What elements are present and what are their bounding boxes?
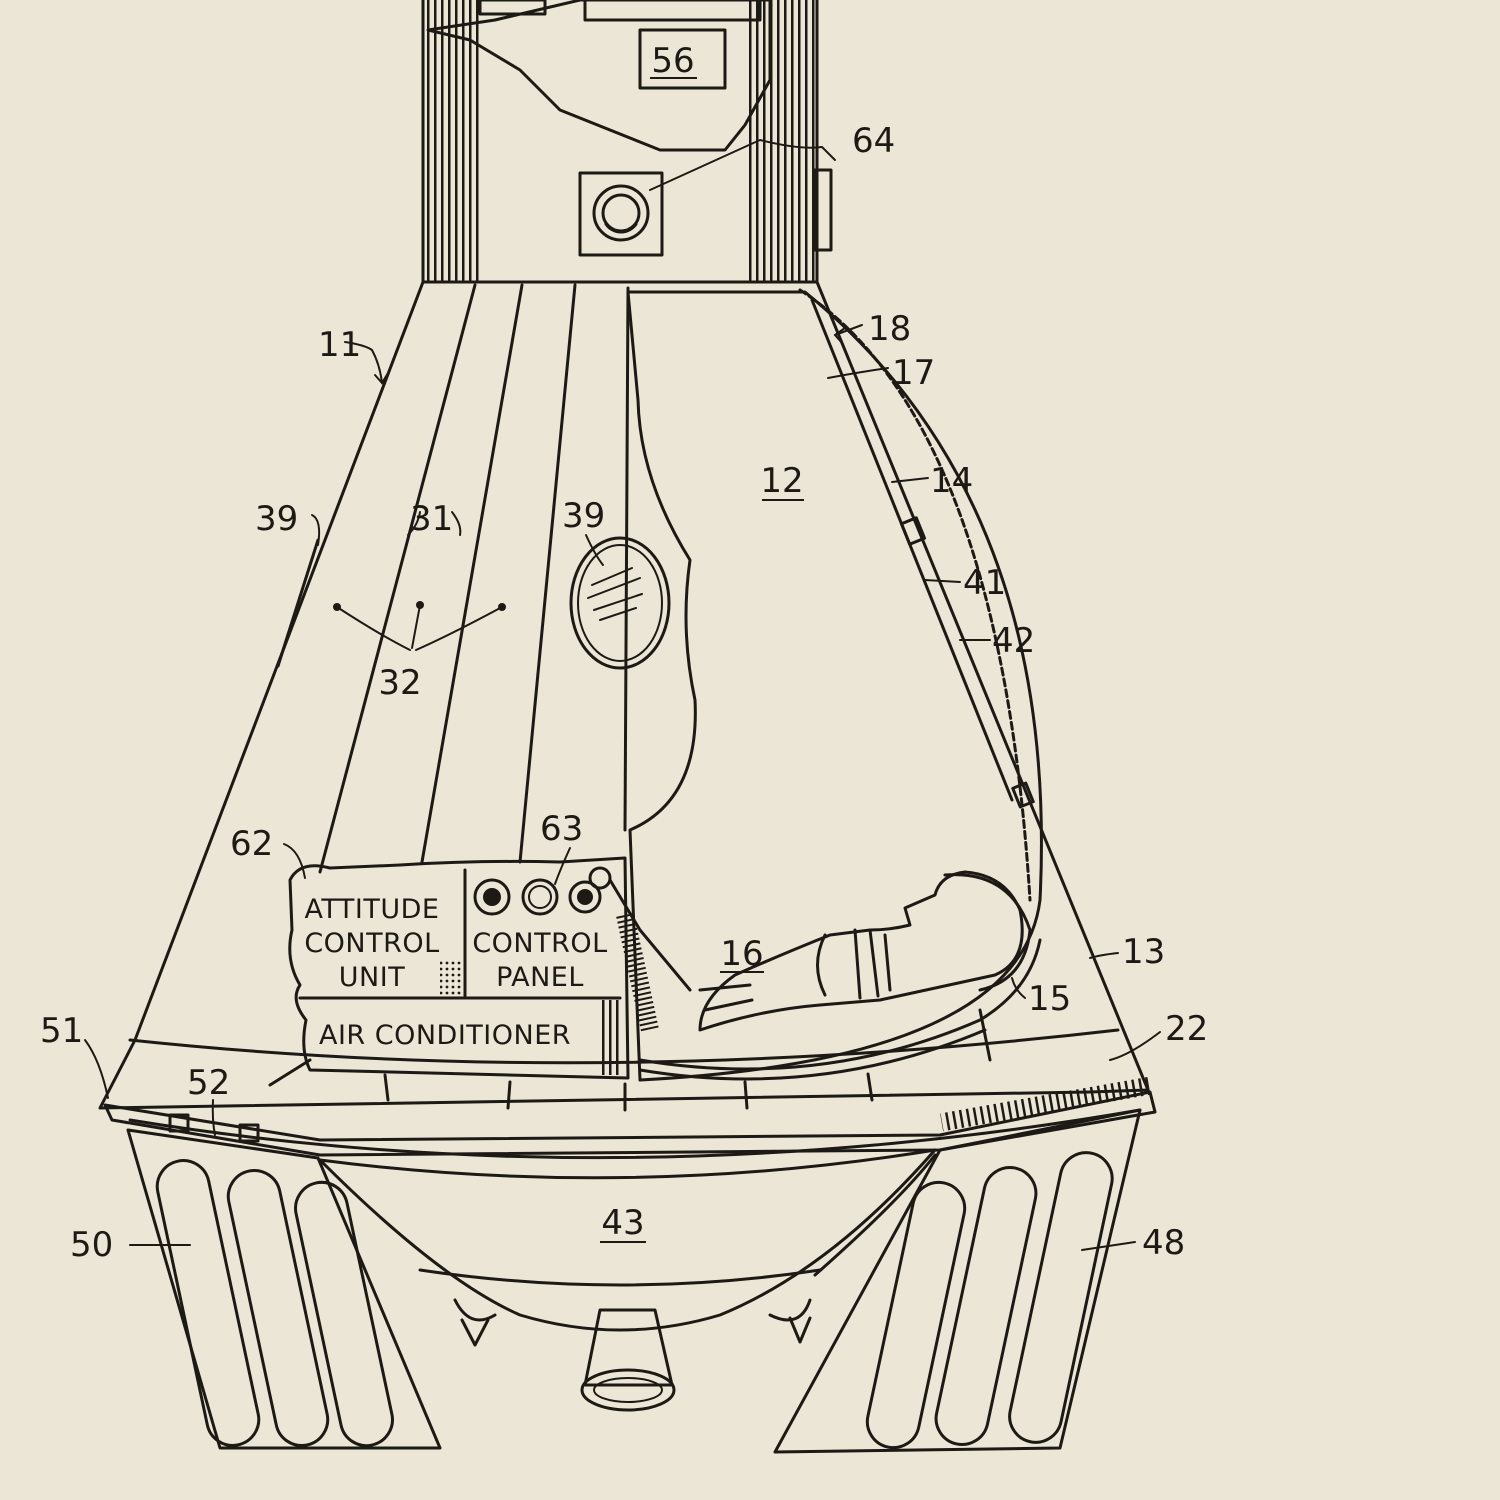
retro-tube <box>226 1168 330 1448</box>
clamp-52b <box>238 1123 260 1143</box>
ref-42: 42 <box>992 621 1035 661</box>
inner-shell-quilted <box>798 288 1032 902</box>
retro-tube <box>934 1166 1038 1446</box>
ref-48: 48 <box>1142 1223 1185 1263</box>
equipment-bay <box>288 856 630 1080</box>
ref-43: 43 <box>601 1203 644 1243</box>
ref-56: 56 <box>651 41 694 81</box>
heat-shield-section <box>103 1076 1157 1454</box>
leader-32 <box>336 604 503 651</box>
port-64-outer-ring <box>592 184 650 242</box>
ref-13: 13 <box>1122 932 1165 972</box>
ref-32: 32 <box>378 663 421 703</box>
window-39 <box>569 536 671 670</box>
ref-51: 51 <box>40 1011 83 1051</box>
side-fitting <box>813 168 833 252</box>
ref-12: 12 <box>760 461 803 501</box>
label-attitude: ATTITUDE <box>305 894 440 925</box>
ref-16: 16 <box>720 934 763 974</box>
window-glare-lines <box>587 567 643 621</box>
ref-18: 18 <box>868 309 911 349</box>
heat-shield-rim <box>103 1090 1157 1157</box>
component-56-box <box>638 28 727 90</box>
ref-50: 50 <box>70 1225 113 1265</box>
stringer-line <box>420 283 524 864</box>
ref-15: 15 <box>1028 979 1071 1019</box>
gauge-2 <box>521 878 559 916</box>
retro-tube <box>155 1159 261 1447</box>
stringer-line <box>518 283 577 864</box>
inner-liner <box>810 298 1014 802</box>
couch-padding <box>638 1028 987 1081</box>
ref-62: 62 <box>230 824 273 864</box>
retro-pack-right <box>773 1108 1142 1454</box>
ref-64: 64 <box>852 121 895 161</box>
retro-tube <box>1008 1151 1114 1444</box>
ref-17: 17 <box>892 353 935 393</box>
port-64-housing <box>578 171 664 257</box>
retro-pack-left <box>126 1128 442 1450</box>
ref-39-left: 39 <box>255 499 298 539</box>
stringer-line <box>623 286 630 832</box>
label-air-conditioner: AIR CONDITIONER <box>319 1020 571 1051</box>
cylinder-cutaway-hatch <box>426 0 772 152</box>
ref-39-window: 39 <box>562 496 605 536</box>
ref-31: 31 <box>410 499 453 539</box>
cylinder-left-shading <box>425 0 483 282</box>
capsule-cone-body <box>98 280 1150 1112</box>
label-unit: UNIT <box>339 962 405 993</box>
retro-tube <box>865 1180 967 1450</box>
clamp-52a <box>168 1113 190 1133</box>
label-control: CONTROL <box>304 928 439 959</box>
crew-compartment-hatch <box>626 290 1043 1082</box>
ref-52: 52 <box>187 1063 230 1103</box>
gauge-3 <box>568 880 602 914</box>
retro-tube <box>294 1180 394 1448</box>
ref-22: 22 <box>1165 1009 1208 1049</box>
couch-outline <box>638 938 1042 1071</box>
leader-lines <box>84 138 1161 1251</box>
ref-11: 11 <box>318 325 361 365</box>
ref-14: 14 <box>930 461 973 501</box>
ref-63: 63 <box>540 809 583 849</box>
side-panel-39 <box>276 538 320 668</box>
label-control-panel-2: PANEL <box>496 962 584 993</box>
gauge-1 <box>473 878 511 916</box>
heat-shield-dome-43 <box>318 1148 937 1332</box>
stringer-line <box>318 283 477 874</box>
astronaut-figure <box>588 866 1032 1032</box>
label-control-panel-1: CONTROL <box>472 928 607 959</box>
ref-41: 41 <box>963 563 1006 603</box>
upper-cylinder-section <box>421 0 833 284</box>
